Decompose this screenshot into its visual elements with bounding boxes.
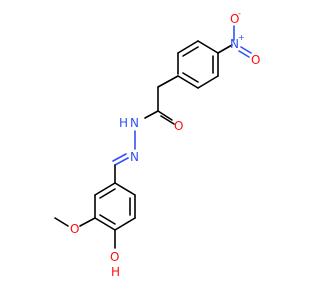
nitro-nitrogen-label: N: [230, 37, 239, 51]
bond: [160, 115, 175, 125]
bond: [99, 188, 116, 199]
bond: [79, 217, 96, 227]
hydroxy-hydrogen-label: H: [111, 265, 120, 279]
bond: [157, 75, 179, 88]
bond: [94, 182, 116, 196]
molecule-canvas: N + O - O O N H N O: [54, 9, 261, 279]
molecule-structure: N + O - O O N H N O: [54, 9, 260, 279]
methoxy-oxygen-label: O: [70, 222, 79, 236]
bond: [177, 40, 199, 54]
bond: [182, 46, 199, 57]
bond: [114, 182, 136, 196]
bond: [240, 46, 252, 54]
bond: [177, 75, 199, 89]
nitrophenyl-ring: [177, 40, 219, 89]
nitro-nitrogen-charge: +: [238, 33, 245, 42]
bond: [99, 214, 116, 225]
bond: [197, 75, 219, 89]
nitro-oxygen-charge: -: [238, 9, 241, 18]
bond: [197, 40, 219, 54]
amide-nitrogen-label: N: [130, 116, 139, 130]
acetyl-linker: O N H: [119, 75, 183, 133]
nitro-oxygen-minus-label: O: [230, 12, 239, 26]
bond: [112, 153, 127, 162]
vanillin-ring: [94, 182, 136, 231]
bond: [182, 72, 199, 83]
hydrazone-linker: N: [112, 130, 139, 184]
bond: [157, 110, 173, 121]
bond: [144, 110, 159, 119]
amide-hydrogen-label: H: [119, 116, 128, 130]
hydroxy-oxygen-label: O: [110, 250, 119, 264]
imine-nitrogen-label: N: [130, 150, 139, 164]
bond: [114, 217, 136, 231]
bond: [238, 50, 250, 58]
methoxy-group: O: [54, 217, 96, 236]
bond: [114, 157, 129, 166]
nitro-oxygen-label: O: [251, 53, 260, 67]
hydroxy-group: O H: [110, 229, 120, 279]
nitro-group: N + O - O: [217, 9, 260, 67]
bond: [217, 44, 233, 54]
bond: [54, 217, 69, 227]
amide-oxygen-label: O: [174, 119, 183, 133]
bond: [94, 217, 116, 231]
